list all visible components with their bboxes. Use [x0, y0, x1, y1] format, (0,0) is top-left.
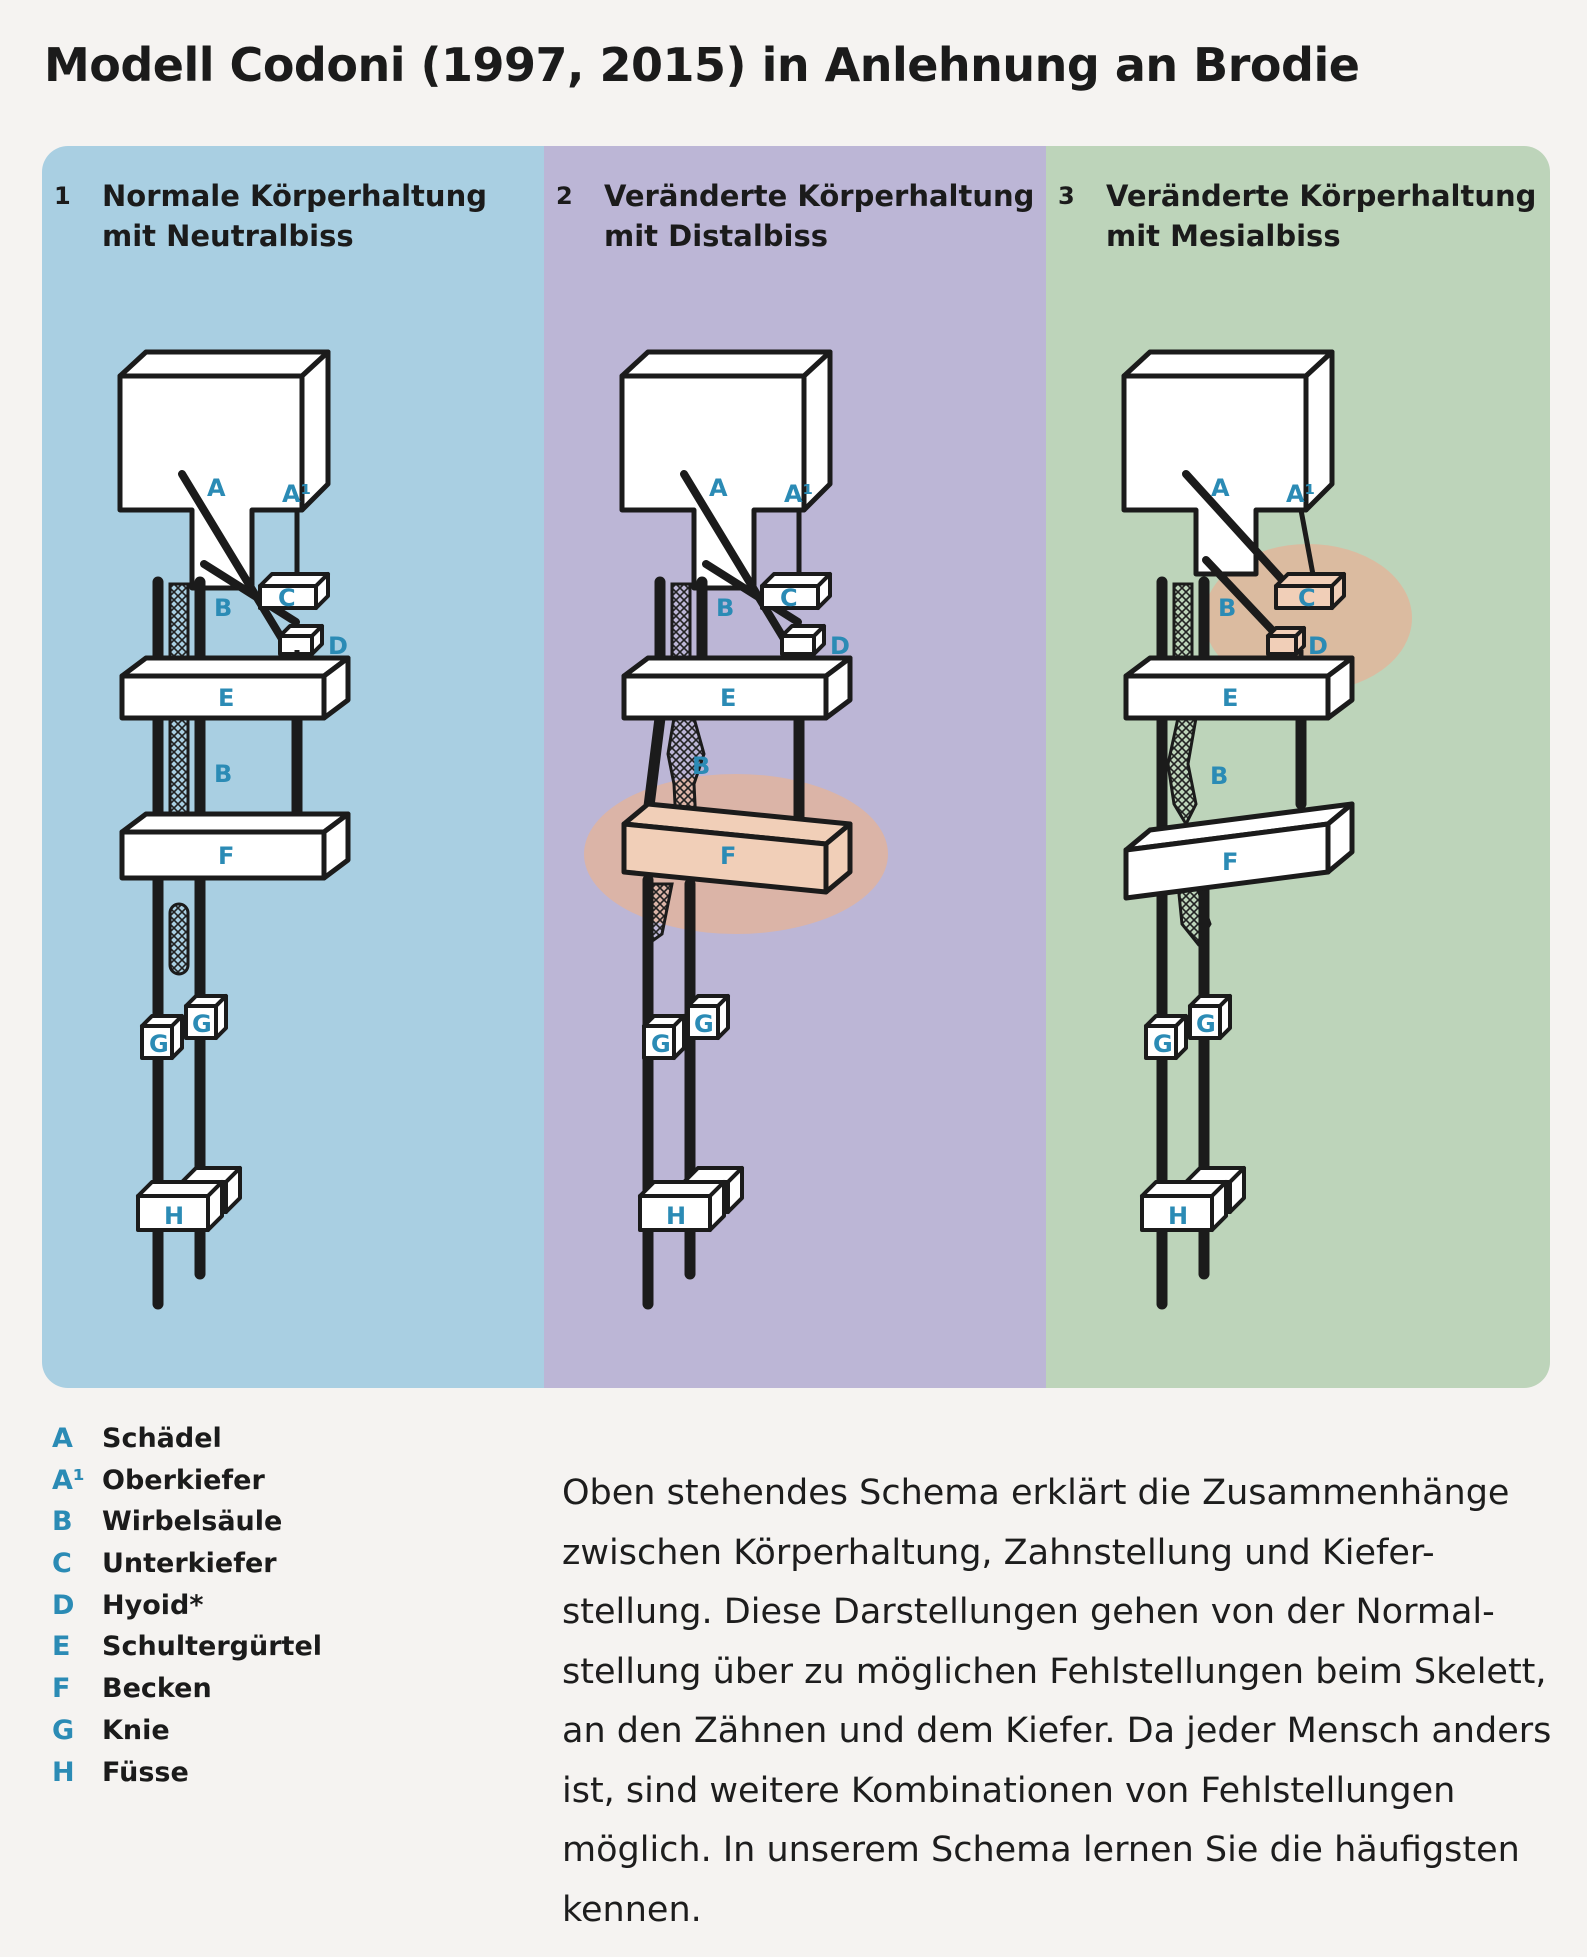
description-line: kennen. — [562, 1889, 702, 1930]
fig2-label-G2: G — [694, 1010, 714, 1038]
figure-3: A A¹ B C D E B F G G H — [1121, 349, 1412, 1310]
fig3-label-C: C — [1298, 584, 1316, 612]
legend-label: Füsse — [102, 1756, 189, 1788]
fig1-label-A1: A¹ — [282, 480, 311, 508]
fig3-label-F: F — [1222, 848, 1238, 876]
fig1-label-D: D — [328, 632, 348, 660]
legend-item: D Hyoid* — [52, 1585, 472, 1627]
legend-key: D — [52, 1589, 75, 1621]
legend-label: Schädel — [102, 1423, 222, 1454]
panel-2: 2 Veränderte Körperhaltung mit Distalbis… — [544, 146, 1046, 1388]
fig2-label-A: A — [709, 474, 728, 502]
panel-2-subtitle: mit Distalbiss — [604, 219, 828, 253]
legend-item: H Füsse — [52, 1752, 472, 1794]
fig2-label-D: D — [830, 632, 850, 660]
fig1-label-G1: G — [149, 1030, 169, 1058]
fig3-label-H: H — [1168, 1202, 1188, 1230]
fig3-label-B: B — [1218, 594, 1236, 622]
fig3-label-D: D — [1308, 632, 1328, 660]
legend-key: B — [52, 1506, 73, 1538]
panel-1-number: 1 — [54, 182, 71, 210]
legend-item: B Wirbelsäule — [52, 1501, 472, 1543]
legend-item: A Schädel — [52, 1418, 472, 1460]
legend-key: E — [52, 1631, 71, 1663]
legend-key: C — [52, 1548, 72, 1580]
jaw-highlight — [1204, 544, 1412, 692]
fig3-label-E: E — [1222, 684, 1238, 712]
legend-item: F Becken — [52, 1668, 472, 1710]
fig3-label-G2: G — [1196, 1010, 1216, 1038]
fig2-label-G1: G — [651, 1030, 671, 1058]
fig3-label-B2: B — [1210, 762, 1228, 790]
legend-label: Knie — [102, 1714, 170, 1746]
legend-label: Oberkiefer — [102, 1464, 265, 1496]
fig1-label-H: H — [164, 1202, 184, 1230]
fig1-label-G2: G — [192, 1010, 212, 1038]
figure-1: A A¹ B C D E B F G G H — [117, 349, 351, 1310]
fig3-label-G1: G — [1153, 1030, 1173, 1058]
panel-1-subtitle: mit Neutralbiss — [102, 219, 354, 253]
legend-label: Becken — [102, 1673, 212, 1705]
skull-box — [117, 349, 331, 591]
description-line: stellung. Diese Darstellungen gehen von … — [562, 1592, 1495, 1632]
description-line: stellung über zu möglichen Fehlstellunge… — [562, 1651, 1547, 1692]
legend-item: E Schultergürtel — [52, 1626, 472, 1668]
diagram-panels: 1 Normale Körperhaltung mit Neutralbiss — [42, 146, 1550, 1388]
legend-label: Hyoid* — [102, 1589, 204, 1621]
panel-1: 1 Normale Körperhaltung mit Neutralbiss — [42, 146, 544, 1388]
fig1-label-B2: B — [214, 760, 232, 788]
description-text: Oben stehendes Schema erklärt die Zusamm… — [562, 1464, 1562, 1940]
fig2-label-E: E — [720, 684, 736, 712]
description-line: ist, sind weitere Kombinationen von Fehl… — [562, 1770, 1456, 1811]
legend-item: C Unterkiefer — [52, 1543, 472, 1585]
fig2-label-C: C — [780, 584, 798, 612]
legend-item: A¹ Oberkiefer — [52, 1460, 472, 1502]
panel-2-title: Veränderte Körperhaltung — [604, 179, 1035, 213]
panel-3: 3 Veränderte Körperhaltung mit Mesialbis… — [1046, 146, 1550, 1388]
legend-key: H — [52, 1756, 75, 1788]
fig1-label-B: B — [214, 594, 232, 622]
legend-label: Schultergürtel — [102, 1631, 323, 1663]
panel-1-title: Normale Körperhaltung — [102, 179, 487, 213]
fig1-label-E: E — [218, 684, 234, 712]
legend-key: A¹ — [52, 1464, 85, 1496]
legend-label: Wirbelsäule — [102, 1506, 283, 1538]
fig2-label-B2: B — [692, 752, 710, 780]
panel-3-subtitle: mit Mesialbiss — [1106, 219, 1341, 253]
panel-3-number: 3 — [1058, 182, 1075, 210]
description-line: Oben stehendes Schema erklärt die Zusamm… — [562, 1473, 1510, 1513]
legend-key: A — [52, 1423, 73, 1454]
fig2-label-A1: A¹ — [784, 480, 813, 508]
fig3-label-A: A — [1211, 474, 1230, 502]
panel-2-number: 2 — [556, 182, 573, 210]
page-title: Modell Codoni (1997, 2015) in Anlehnung … — [44, 38, 1360, 92]
fig2-label-B: B — [716, 594, 734, 622]
legend-item: G Knie — [52, 1710, 472, 1752]
fig1-label-C: C — [278, 584, 296, 612]
fig1-label-F: F — [218, 842, 234, 870]
legend-key: F — [52, 1673, 71, 1705]
figure-2: A A¹ B C D E B F G G H — [584, 349, 888, 1310]
description-line: zwischen Körperhaltung, Zahnstellung und… — [562, 1532, 1435, 1573]
description-line: möglich. In unserem Schema lernen Sie di… — [562, 1830, 1520, 1870]
description-line: an den Zähnen und dem Kiefer. Da jeder M… — [562, 1711, 1552, 1751]
fig3-label-A1: A¹ — [1286, 480, 1315, 508]
legend-key: G — [52, 1714, 75, 1746]
fig1-label-A: A — [207, 474, 226, 502]
fig2-label-F: F — [720, 842, 736, 870]
fig2-label-H: H — [666, 1202, 686, 1230]
legend-label: Unterkiefer — [102, 1548, 277, 1580]
panel-3-title: Veränderte Körperhaltung — [1106, 179, 1537, 213]
